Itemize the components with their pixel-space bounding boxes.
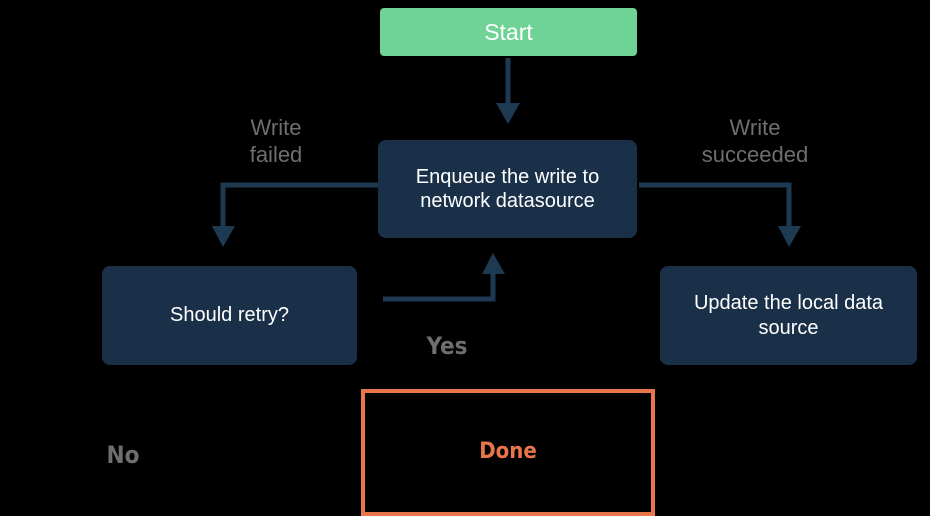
node-update-local-data-source[interactable]: Update the local data source (660, 266, 917, 365)
edge-label-write-failed: Write failed (249, 115, 303, 168)
node-enqueue-write[interactable]: Enqueue the write to network datasource (378, 140, 637, 238)
edge-label-write-succeeded: Write succeeded (701, 115, 809, 168)
node-should-retry[interactable]: Should retry? (102, 266, 357, 365)
connector-decision-to-process-yes (383, 253, 505, 302)
node-start-label: Start (484, 18, 533, 45)
node-start[interactable]: Start (380, 8, 637, 56)
connector-start-to-process (496, 58, 520, 124)
connector-process-to-update (639, 182, 801, 247)
connector-process-to-decision (212, 182, 378, 247)
edge-label-no: No (106, 441, 140, 469)
node-update-local-data-source-label: Update the local data source (693, 292, 884, 339)
node-done-label: Done (479, 439, 537, 465)
edge-label-yes: Yes (426, 332, 468, 360)
node-enqueue-write-label: Enqueue the write to network datasource (415, 165, 600, 212)
node-should-retry-label: Should retry? (170, 304, 289, 327)
node-done[interactable]: Done (361, 389, 655, 516)
